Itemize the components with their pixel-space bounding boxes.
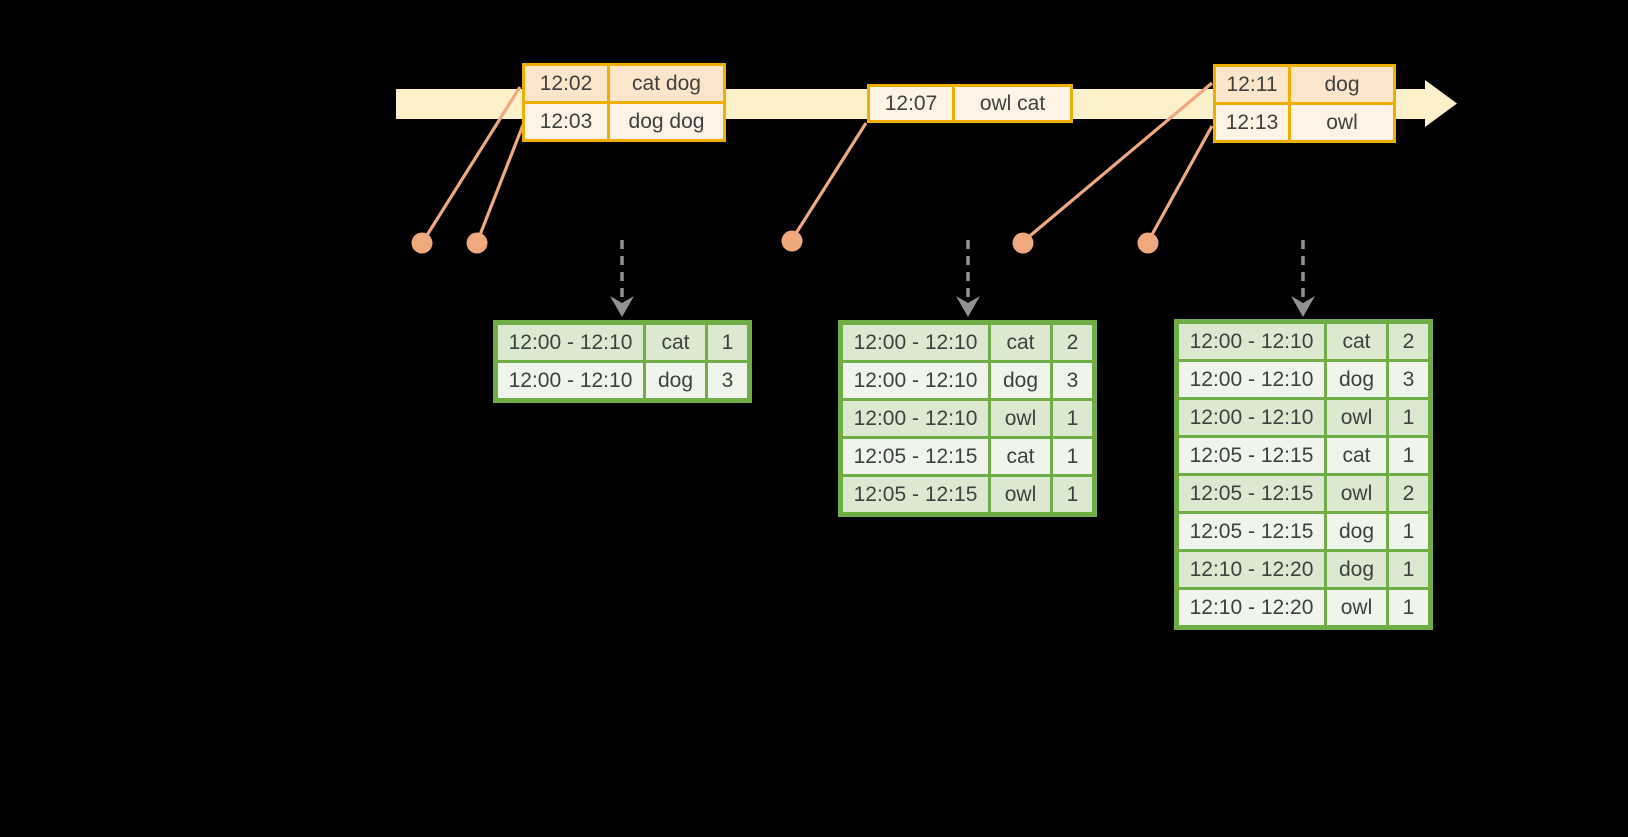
connector-line: [791, 122, 868, 239]
result-window-cell: 12:05 - 12:15: [1175, 435, 1327, 476]
trigger-arrowhead-icon: [956, 296, 980, 317]
event-words-cell: dog dog: [607, 101, 726, 142]
result-count-cell: 3: [705, 360, 751, 402]
result-count-cell: 1: [1386, 397, 1432, 438]
event-dot: [781, 230, 803, 252]
result-word-cell: cat: [988, 436, 1053, 477]
result-count-cell: 1: [1386, 549, 1432, 590]
result-window-cell: 12:05 - 12:15: [1175, 473, 1327, 514]
result-word-cell: owl: [1324, 473, 1389, 514]
event-words-cell: owl: [1288, 102, 1396, 143]
result-word-cell: dog: [1324, 549, 1389, 590]
result-count-cell: 1: [705, 321, 751, 363]
event-dot: [411, 232, 433, 254]
event-words-cell: cat dog: [607, 63, 726, 104]
result-window-cell: 12:00 - 12:10: [1175, 320, 1327, 362]
result-word-cell: dog: [643, 360, 708, 402]
result-count-cell: 1: [1386, 511, 1432, 552]
connector-line: [476, 124, 525, 241]
event-time-cell: 12:11: [1213, 64, 1291, 105]
event-dot: [1137, 232, 1159, 254]
result-count-cell: 2: [1386, 473, 1432, 514]
connector-line: [1147, 125, 1214, 241]
event-time-cell: 12:07: [867, 84, 955, 123]
result-window-cell: 12:00 - 12:10: [839, 360, 991, 401]
result-count-cell: 1: [1386, 435, 1432, 476]
result-window-cell: 12:05 - 12:15: [1175, 511, 1327, 552]
event-time-cell: 12:02: [522, 63, 610, 104]
result-window-cell: 12:05 - 12:15: [839, 436, 991, 477]
result-window-cell: 12:10 - 12:20: [1175, 587, 1327, 629]
trigger-arrowhead-icon: [610, 296, 634, 317]
connector-line: [1023, 81, 1214, 242]
result-word-cell: cat: [1324, 320, 1389, 362]
result-word-cell: dog: [988, 360, 1053, 401]
result-count-cell: 3: [1050, 360, 1096, 401]
result-word-cell: dog: [1324, 359, 1389, 400]
result-count-cell: 1: [1386, 587, 1432, 629]
event-words-cell: dog: [1288, 64, 1396, 105]
result-word-cell: cat: [988, 321, 1053, 363]
result-window-cell: 12:00 - 12:10: [494, 321, 646, 363]
result-count-cell: 3: [1386, 359, 1432, 400]
event-time-cell: 12:13: [1213, 102, 1291, 143]
result-word-cell: cat: [1324, 435, 1389, 476]
result-word-cell: owl: [1324, 587, 1389, 629]
result-window-cell: 12:00 - 12:10: [839, 321, 991, 363]
result-window-cell: 12:00 - 12:10: [1175, 359, 1327, 400]
result-word-cell: owl: [1324, 397, 1389, 438]
result-count-cell: 1: [1050, 474, 1096, 516]
result-count-cell: 2: [1050, 321, 1096, 363]
result-word-cell: cat: [643, 321, 708, 363]
result-window-cell: 12:00 - 12:10: [839, 398, 991, 439]
result-window-cell: 12:10 - 12:20: [1175, 549, 1327, 590]
result-count-cell: 1: [1050, 436, 1096, 477]
event-dot: [1012, 232, 1034, 254]
trigger-arrowhead-icon: [1291, 296, 1315, 317]
result-count-cell: 2: [1386, 320, 1432, 362]
event-dot: [466, 232, 488, 254]
result-word-cell: owl: [988, 398, 1053, 439]
result-word-cell: dog: [1324, 511, 1389, 552]
timeline-arrowhead-icon: [1425, 80, 1457, 127]
result-window-cell: 12:00 - 12:10: [494, 360, 646, 402]
result-window-cell: 12:05 - 12:15: [839, 474, 991, 516]
result-word-cell: owl: [988, 474, 1053, 516]
result-window-cell: 12:00 - 12:10: [1175, 397, 1327, 438]
connector-line: [422, 86, 522, 241]
result-count-cell: 1: [1050, 398, 1096, 439]
event-time-cell: 12:03: [522, 101, 610, 142]
event-words-cell: owl cat: [952, 84, 1073, 123]
